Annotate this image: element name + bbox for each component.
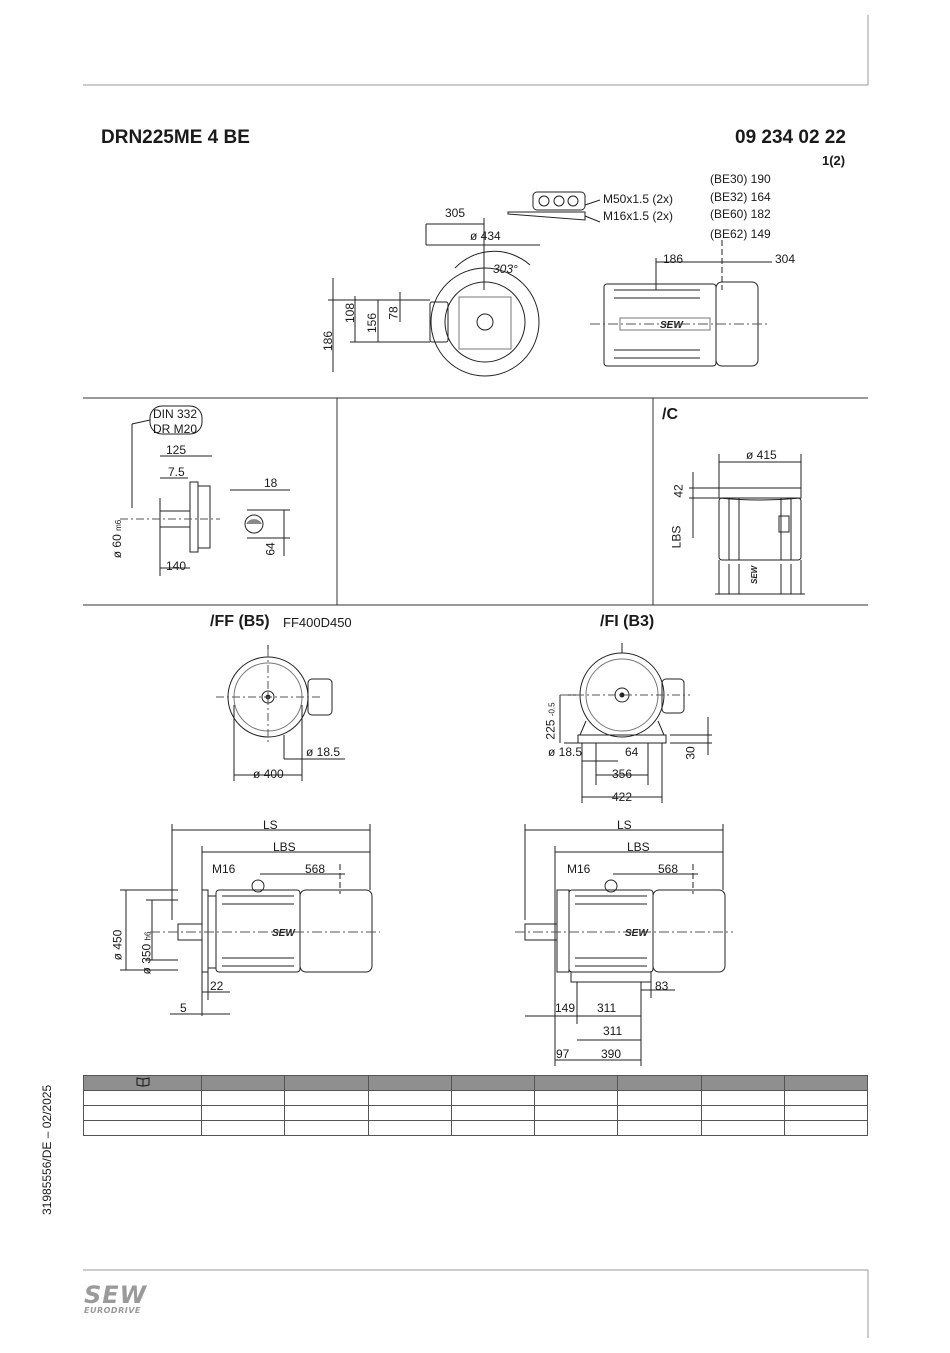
ff-dim-18-5: ø 18.5 xyxy=(306,745,341,759)
table-row xyxy=(83,1105,869,1121)
dim-42: 42 xyxy=(671,484,686,498)
fi-side-83: 83 xyxy=(655,979,669,993)
brake-be32: (BE32) 164 xyxy=(710,190,771,204)
fi-side-390: 390 xyxy=(601,1047,622,1061)
ff-side-view-drawing: SEW xyxy=(120,824,380,1016)
fi-dim-356: 356 xyxy=(612,767,633,781)
fi-dim-18-5: ø 18.5 xyxy=(548,745,583,759)
dim-140: 140 xyxy=(166,559,187,573)
brake-be62: (BE62) 149 xyxy=(710,227,771,241)
ff-side-m16: M16 xyxy=(212,862,236,876)
dim-side-304: 304 xyxy=(775,252,796,266)
ff-dim-400: ø 400 xyxy=(253,767,284,781)
gland-m16: M16x1.5 (2x) xyxy=(603,209,674,223)
svg-text:SEW: SEW xyxy=(660,320,684,331)
table-row xyxy=(83,1090,869,1106)
table-header-row xyxy=(83,1075,869,1091)
fi-side-view-drawing: SEW xyxy=(515,824,733,1066)
fi-side-97: 97 xyxy=(556,1047,570,1061)
dim-78: 78 xyxy=(386,306,401,320)
ff-side-ls: LS xyxy=(263,818,278,832)
dim-108: 108 xyxy=(343,302,358,324)
model-title: DRN225ME 4 BE xyxy=(101,127,250,148)
ff-side-5: 5 xyxy=(180,1001,187,1015)
fi-side-311a: 311 xyxy=(597,1001,617,1015)
fi-side-brand: SEW xyxy=(625,928,649,939)
fi-side-m16: M16 xyxy=(567,862,591,876)
dim-side-186: 186 xyxy=(663,252,684,266)
dim-305: 305 xyxy=(445,206,466,220)
dim-angle-303: 303° xyxy=(493,262,518,276)
brake-be60: (BE60) 182 xyxy=(710,207,771,221)
fi-end-view-drawing xyxy=(559,643,712,803)
dim-186: 186 xyxy=(321,330,336,352)
fi-dim-30: 30 xyxy=(683,746,698,760)
sheet-number: 1(2) xyxy=(822,153,846,168)
shaft-diameter-60: ø 60 m6 xyxy=(110,519,125,559)
fi-side-lbs: LBS xyxy=(627,840,650,854)
dim-64: 64 xyxy=(263,542,278,556)
motor-top-view-drawing: SEW xyxy=(328,191,772,377)
svg-text:SEW: SEW xyxy=(750,564,759,584)
gland-m50: M50x1.5 (2x) xyxy=(603,192,674,206)
ff-side-lbs: LBS xyxy=(273,840,296,854)
dim-7-5: 7.5 xyxy=(168,465,185,479)
shaft-detail-drawing xyxy=(120,405,290,576)
c-panel-title: /C xyxy=(662,406,678,423)
book-icon xyxy=(83,1075,202,1091)
ff-panel-title: /FF (B5) xyxy=(210,613,270,630)
ff-side-450: ø 450 xyxy=(110,929,125,961)
fi-side-568: 568 xyxy=(658,862,679,876)
dr-m20-label: DR M20 xyxy=(153,422,198,436)
sew-logo: SEW EURODRIVE xyxy=(84,1281,148,1315)
din-332-label: DIN 332 xyxy=(153,407,198,421)
dim-415: ø 415 xyxy=(746,448,777,462)
table-row xyxy=(83,1120,869,1136)
fi-side-311b: 311 xyxy=(603,1024,623,1038)
ff-side-350: ø 350 h6 xyxy=(139,931,154,975)
ff-side-22: 22 xyxy=(210,979,224,993)
fi-dim-225: 225 -0.5 xyxy=(543,702,558,740)
drawing-number: 09 234 02 22 xyxy=(735,127,846,148)
ff-side-brand: SEW xyxy=(272,928,296,939)
fi-dim-64: 64 xyxy=(625,745,639,759)
dim-125: 125 xyxy=(166,443,187,457)
document-code: 31985556/DE – 02/2025 xyxy=(40,1084,54,1215)
brake-be30: (BE30) 190 xyxy=(710,172,771,186)
fi-dim-422: 422 xyxy=(612,790,633,804)
dim-18: 18 xyxy=(264,476,278,490)
ff-flange-code: FF400D450 xyxy=(283,615,352,630)
dim-156: 156 xyxy=(365,312,380,334)
ff-side-568: 568 xyxy=(305,862,326,876)
ff-end-view-drawing xyxy=(216,645,345,781)
fi-panel-title: /FI (B3) xyxy=(600,613,655,630)
fi-side-149: 149 xyxy=(555,1001,576,1015)
fi-side-ls: LS xyxy=(617,818,632,832)
dim-434: ø 434 xyxy=(470,229,501,243)
dimension-table xyxy=(83,1075,869,1136)
c-variant-drawing: SEW xyxy=(689,454,805,595)
c-lbs-label: LBS xyxy=(669,525,684,549)
